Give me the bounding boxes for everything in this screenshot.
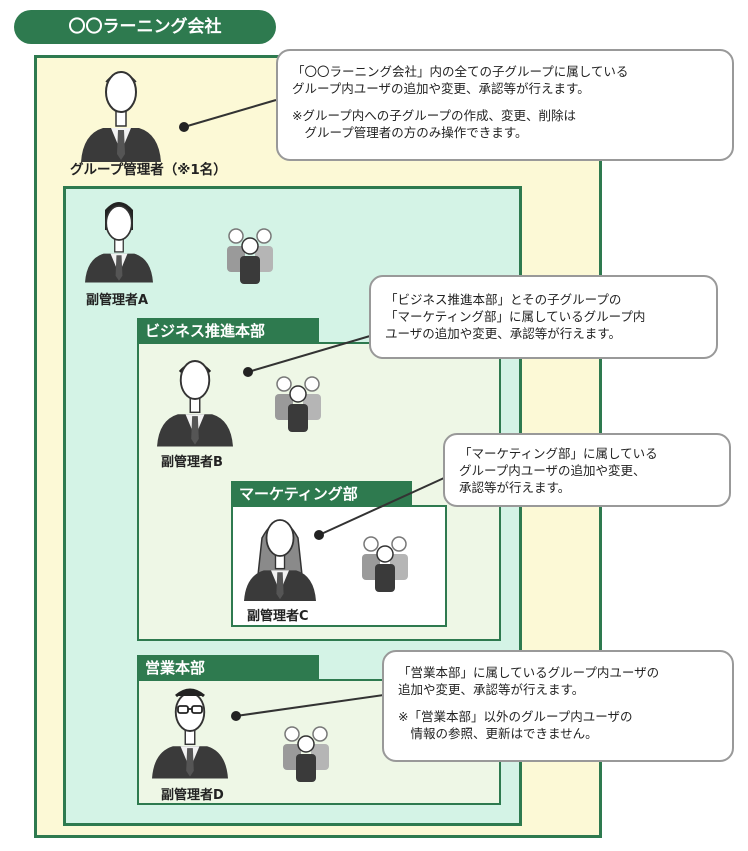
business-bubble: 「ビジネス推進本部」とその子グループの 「マーケティング部」に属しているグループ… xyxy=(369,275,718,359)
connector-line xyxy=(183,99,277,128)
marketing-bubble-line2: グループ内ユーザの追加や変更、 xyxy=(459,463,646,478)
company-title: 〇〇ラーニング会社 xyxy=(14,10,276,44)
admin-label: グループ管理者（※1名） xyxy=(70,162,227,178)
sales-bubble: 「営業本部」に属しているグループ内ユーザの 追加や変更、承認等が行えます。 ※「… xyxy=(382,650,734,762)
sales-bubble-note2: 情報の参照、更新はできません。 xyxy=(398,726,598,741)
business-bubble-line2: 「マーケティング部」に属しているグループ内 xyxy=(385,309,646,324)
user-group-icon xyxy=(274,376,322,433)
sales-bubble-note1: ※「営業本部」以外のグループ内ユーザの xyxy=(398,709,633,724)
connector-line xyxy=(235,694,385,717)
sub-manager-b-label: 副管理者B xyxy=(161,455,223,470)
sub-manager-d-label: 副管理者D xyxy=(161,788,224,803)
manager-icon xyxy=(243,519,317,602)
sub-manager-c-label: 副管理者C xyxy=(247,609,309,624)
admin-person-icon xyxy=(80,71,162,163)
admin-bubble-line2: グループ内ユーザの追加や変更、承認等が行えます。 xyxy=(292,81,590,96)
business-bubble-line3: ユーザの追加や変更、承認等が行えます。 xyxy=(385,326,622,341)
admin-bubble-line1: 「〇〇ラーニング会社」内の全ての子グループに属している xyxy=(292,64,629,79)
connector-line xyxy=(318,477,445,536)
business-group-tab: ビジネス推進本部 xyxy=(137,318,319,344)
admin-bubble: 「〇〇ラーニング会社」内の全ての子グループに属している グループ内ユーザの追加や… xyxy=(276,49,734,161)
business-bubble-line1: 「ビジネス推進本部」とその子グループの xyxy=(385,292,622,307)
user-group-icon xyxy=(226,228,274,285)
user-group-icon xyxy=(282,726,330,783)
manager-icon xyxy=(156,360,234,448)
marketing-bubble-line3: 承認等が行えます。 xyxy=(459,480,571,495)
marketing-group-tab: マーケティング部 xyxy=(231,481,412,507)
manager-icon xyxy=(84,202,154,284)
sales-group-tab: 営業本部 xyxy=(137,655,319,681)
marketing-bubble: 「マーケティング部」に属している グループ内ユーザの追加や変更、 承認等が行えま… xyxy=(443,433,731,507)
user-group-icon xyxy=(361,536,409,593)
sub-manager-a-label: 副管理者A xyxy=(86,293,149,308)
admin-bubble-note1: ※グループ内への子グループの作成、変更、削除は xyxy=(292,108,576,123)
connector-line xyxy=(247,335,371,373)
sales-bubble-line1: 「営業本部」に属しているグループ内ユーザの xyxy=(398,665,660,680)
sales-bubble-line2: 追加や変更、承認等が行えます。 xyxy=(398,682,585,697)
marketing-bubble-line1: 「マーケティング部」に属している xyxy=(459,446,658,461)
manager-icon xyxy=(151,688,229,780)
admin-bubble-note2: グループ管理者の方のみ操作できます。 xyxy=(292,125,528,140)
